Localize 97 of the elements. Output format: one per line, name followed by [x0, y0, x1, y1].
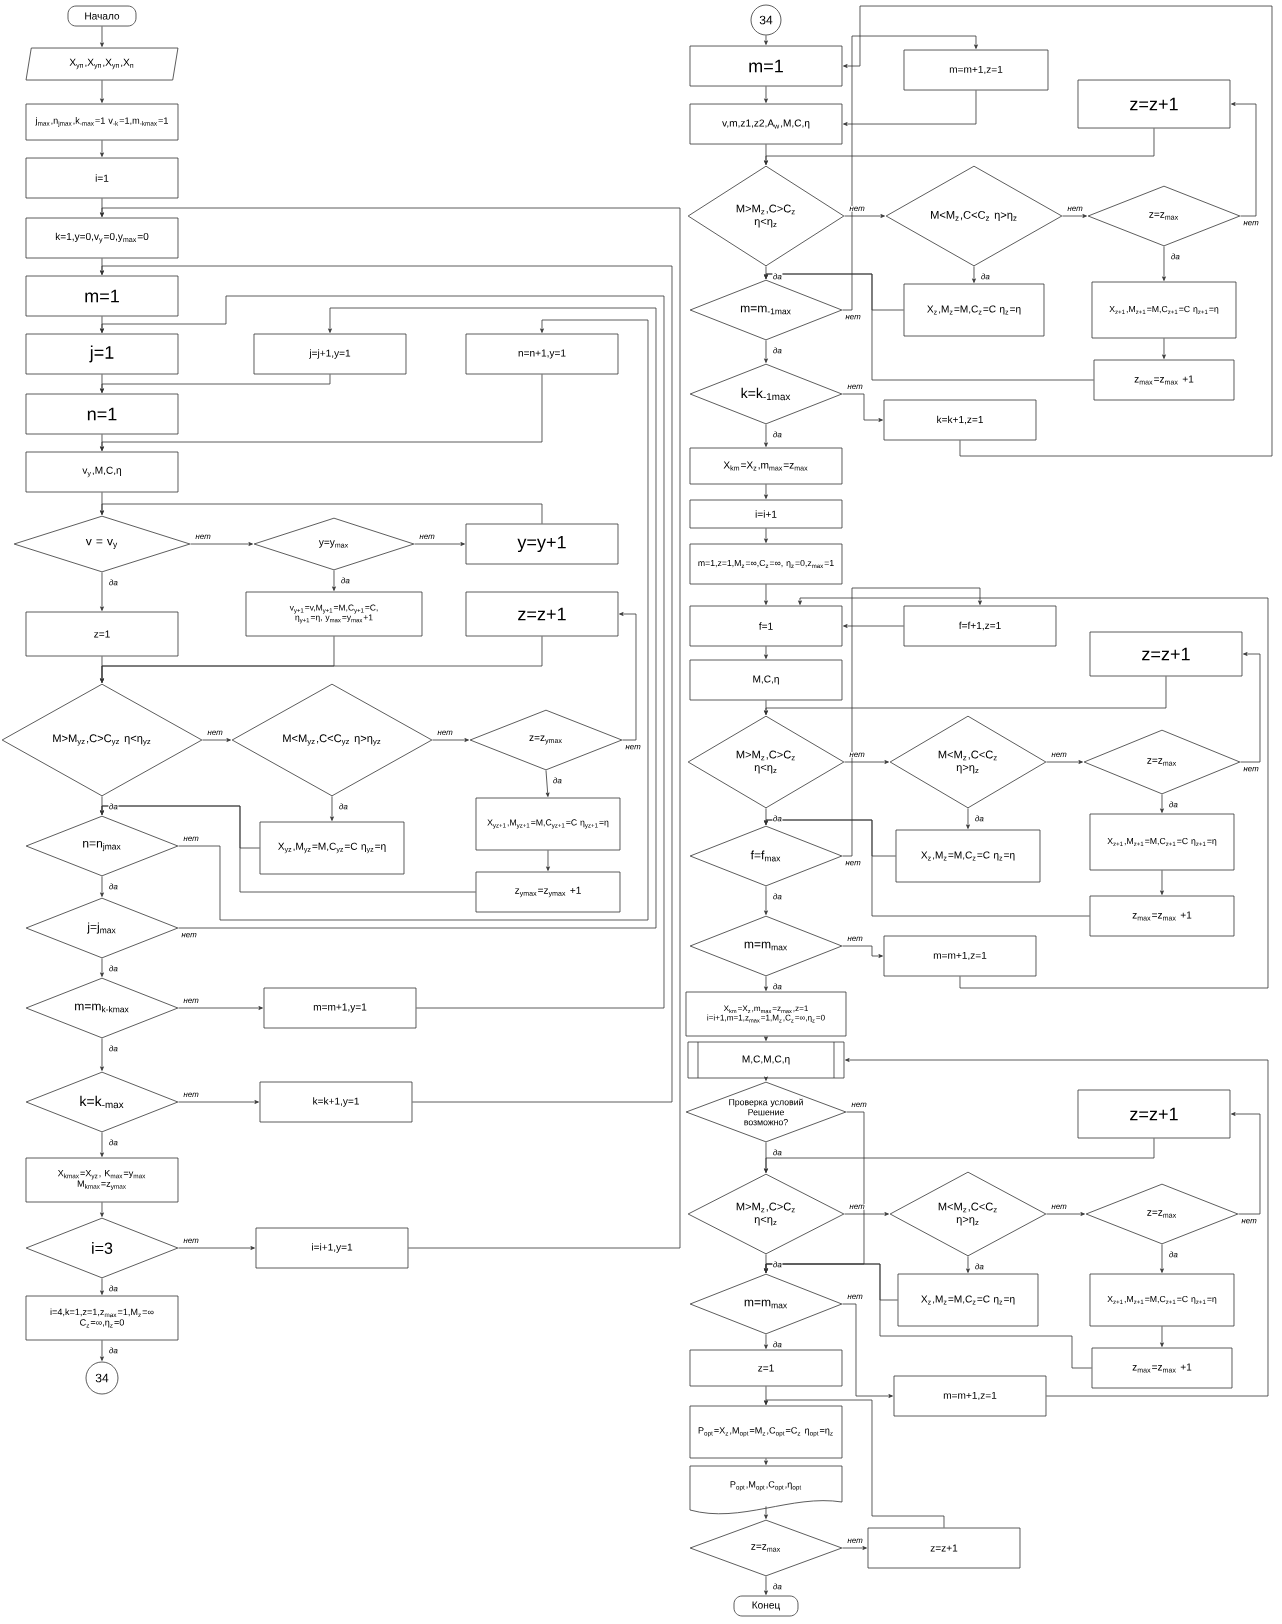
arrow — [764, 266, 768, 279]
arrow — [100, 140, 104, 157]
process-box: z=z+1 — [1077, 1089, 1231, 1139]
arrow — [764, 976, 768, 991]
arrow — [764, 1386, 768, 1405]
arrow — [100, 265, 673, 1103]
arrow — [1162, 338, 1166, 359]
arrow — [845, 1058, 1269, 1397]
arrow — [100, 374, 543, 451]
arrow — [842, 1546, 867, 1550]
arrow — [190, 542, 253, 546]
arrow — [100, 1278, 104, 1295]
arrow — [843, 5, 1273, 457]
arrow — [1231, 1112, 1261, 1215]
arrow — [764, 1076, 768, 1081]
arrow — [764, 1138, 1155, 1173]
arrow — [764, 886, 768, 915]
arrow — [100, 958, 104, 977]
arrow — [202, 738, 231, 742]
arrow — [1160, 794, 1164, 813]
arrow — [764, 340, 768, 363]
arrow — [764, 128, 1155, 165]
arrow — [764, 1458, 768, 1465]
process-box: z=z+1 — [1077, 79, 1231, 129]
arrow — [764, 1334, 768, 1349]
arrow — [764, 1254, 768, 1273]
arrow — [100, 1132, 104, 1157]
arrow — [100, 503, 543, 524]
process-box: j=1 — [25, 333, 179, 375]
arrow — [844, 214, 885, 218]
process-box: m=1 — [689, 45, 843, 87]
arrow — [764, 676, 1167, 715]
arrow — [1160, 870, 1164, 895]
process-box: z=z+1 — [465, 591, 619, 637]
arrow — [764, 424, 768, 447]
arrow — [432, 738, 469, 742]
arrow — [764, 1399, 945, 1528]
arrow — [100, 876, 104, 897]
arrow — [100, 207, 681, 1249]
arrow — [1160, 1244, 1164, 1273]
arrow — [764, 1036, 768, 1041]
arrow — [1046, 1212, 1085, 1216]
arrow — [843, 90, 977, 126]
arrow — [842, 587, 982, 857]
arrow — [844, 760, 889, 764]
arrow — [1062, 214, 1087, 218]
arrow — [844, 1212, 889, 1216]
arrow — [764, 700, 768, 715]
arrow — [764, 1506, 768, 1519]
arrow — [966, 808, 970, 829]
process-box: m=1 — [25, 275, 179, 317]
arrow — [764, 35, 768, 45]
arrow — [842, 945, 883, 958]
process-box: n=1 — [25, 393, 179, 435]
arrow — [100, 1340, 104, 1361]
arrow — [1240, 652, 1261, 763]
arrow — [764, 646, 768, 659]
arrow — [100, 636, 543, 683]
arrow — [100, 80, 104, 103]
arrow — [1160, 1326, 1164, 1347]
arrow — [764, 273, 1094, 381]
arrow — [100, 572, 104, 611]
arrow — [764, 1263, 1092, 1369]
arrow — [764, 808, 768, 825]
process-box: y=y+1 — [465, 523, 619, 565]
arrow — [1046, 760, 1083, 764]
arrow — [178, 1100, 259, 1104]
arrow — [764, 86, 768, 103]
arrow — [330, 796, 334, 821]
arrow — [100, 26, 104, 47]
arrow — [842, 1303, 893, 1398]
arrow — [764, 584, 768, 605]
arrow — [1231, 102, 1257, 217]
arrow — [545, 770, 550, 797]
arrow — [619, 612, 637, 741]
process-box: z=z+1 — [1089, 631, 1243, 677]
arrow — [100, 805, 476, 893]
arrow — [972, 266, 976, 283]
arrow — [332, 570, 336, 591]
arrow — [546, 850, 550, 871]
arrow — [100, 374, 331, 393]
arrow — [764, 1576, 768, 1595]
arrow — [843, 624, 904, 628]
arrow — [100, 1038, 104, 1071]
arrow — [842, 35, 978, 311]
arrow — [414, 542, 465, 546]
arrow — [1162, 246, 1166, 281]
arrow — [966, 1256, 970, 1273]
arrow — [842, 393, 883, 422]
arrow — [798, 597, 1269, 989]
arrow — [764, 819, 1090, 917]
arrow — [100, 1202, 104, 1217]
arrow — [764, 528, 768, 543]
arrow — [178, 1246, 255, 1250]
arrow — [100, 295, 665, 1009]
arrow — [178, 1006, 263, 1010]
arrow — [764, 484, 768, 499]
